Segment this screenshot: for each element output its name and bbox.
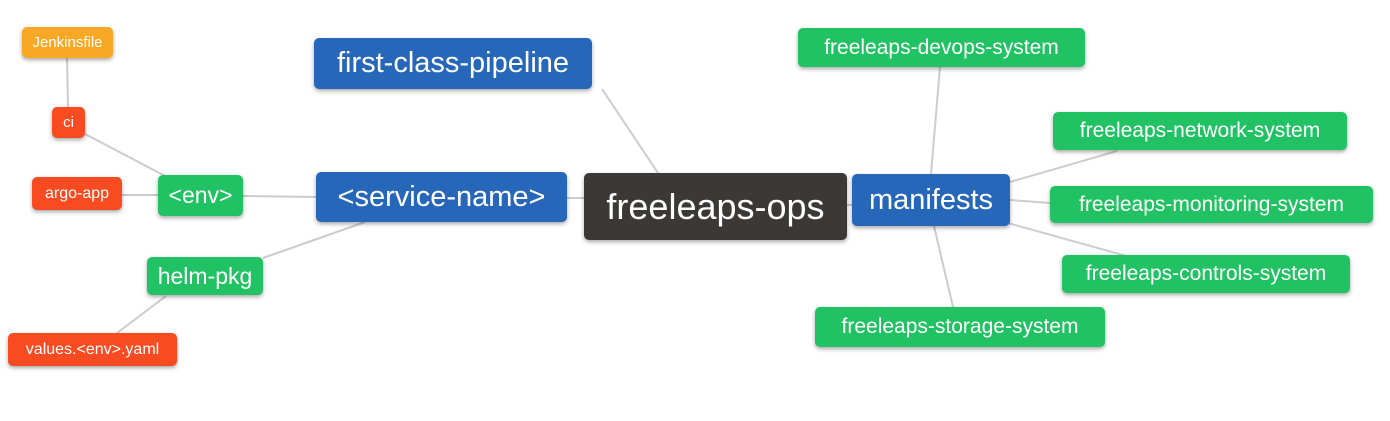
edge-env-service-name xyxy=(242,195,317,198)
edge-ci-env xyxy=(84,133,168,178)
node-manifests[interactable]: manifests xyxy=(852,174,1010,226)
edge-service-name-helm-pkg xyxy=(262,221,366,259)
edge-manifests-storage-system xyxy=(933,225,954,308)
node-values-env-yaml[interactable]: values.<env>.yaml xyxy=(8,333,177,366)
edge-manifests-monitoring-system xyxy=(1009,199,1051,204)
node-env[interactable]: <env> xyxy=(158,175,243,216)
edge-manifests-devops-system xyxy=(930,66,941,175)
node-freeleaps-controls-system[interactable]: freeleaps-controls-system xyxy=(1062,255,1350,293)
edge-jenkinsfile-ci xyxy=(66,57,69,108)
edge-helm-pkg-values-env-yaml xyxy=(116,295,167,334)
edge-first-class-pipeline-freeleaps-ops xyxy=(601,88,659,174)
node-freeleaps-monitoring-system[interactable]: freeleaps-monitoring-system xyxy=(1050,186,1373,223)
node-service-name[interactable]: <service-name> xyxy=(316,172,567,222)
node-freeleaps-ops-root[interactable]: freeleaps-ops xyxy=(584,173,847,240)
node-helm-pkg[interactable]: helm-pkg xyxy=(147,257,263,295)
node-freeleaps-network-system[interactable]: freeleaps-network-system xyxy=(1053,112,1347,150)
edge-manifests-network-system xyxy=(1009,150,1118,183)
node-freeleaps-devops-system[interactable]: freeleaps-devops-system xyxy=(798,28,1085,67)
edge-manifests-controls-system xyxy=(1007,222,1131,258)
node-freeleaps-storage-system[interactable]: freeleaps-storage-system xyxy=(815,307,1105,347)
node-ci[interactable]: ci xyxy=(52,107,85,138)
node-first-class-pipeline[interactable]: first-class-pipeline xyxy=(314,38,592,89)
node-argo-app[interactable]: argo-app xyxy=(32,177,122,210)
node-jenkinsfile[interactable]: Jenkinsfile xyxy=(22,27,113,58)
